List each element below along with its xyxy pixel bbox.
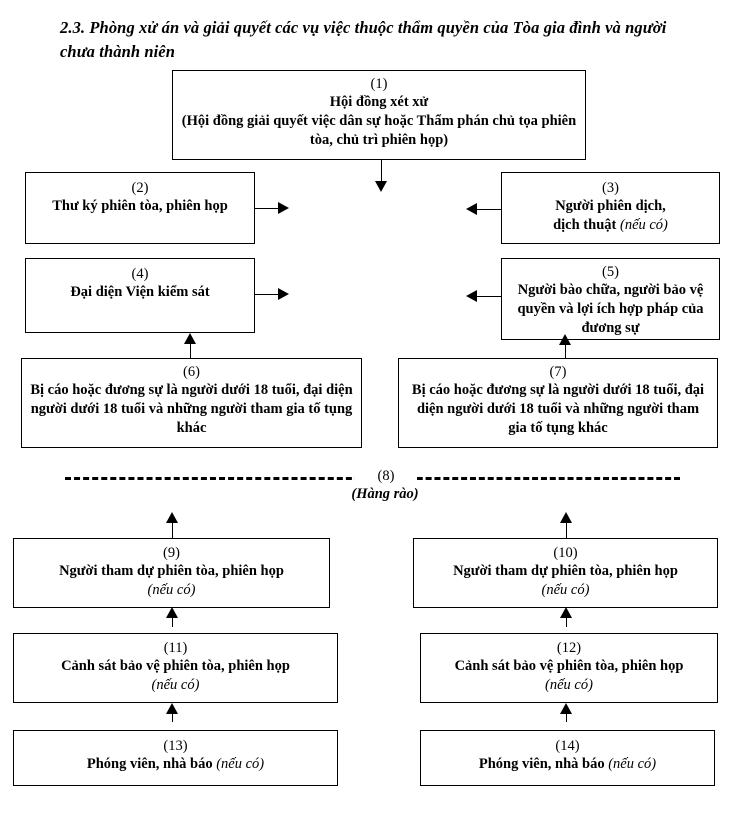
arrowhead-14-up — [560, 703, 572, 714]
node-2-number: (2) — [131, 180, 149, 196]
arrowhead-5-left — [466, 290, 477, 302]
arrowhead-7-up — [559, 334, 571, 345]
node-6-number: (6) — [183, 364, 200, 380]
node-3-title: Người phiên dịch, — [555, 198, 666, 215]
node-14-note: (nếu có) — [608, 756, 657, 773]
node-9-title: Người tham dự phiên tòa, phiên họp — [59, 563, 284, 580]
node-13-title-text: Phóng viên, nhà báo — [86, 756, 213, 773]
connector-7-up — [565, 341, 566, 358]
connector-1-down — [381, 160, 382, 182]
connector-2-right — [255, 208, 279, 209]
node-11-title: Cảnh sát bảo vệ phiên tòa, phiên họp — [61, 658, 290, 675]
arrowhead-3-left — [466, 203, 477, 215]
arrowhead-10-up — [560, 512, 572, 523]
connector-10-up — [566, 519, 567, 538]
arrowhead-6-up — [184, 333, 196, 344]
connector-4-right — [255, 294, 279, 295]
connector-14-up — [566, 710, 567, 722]
node-7-number: (7) — [549, 364, 567, 380]
connector-11-up — [172, 614, 173, 627]
node-5-number: (5) — [602, 264, 619, 280]
node-12-note: (nếu có) — [545, 676, 593, 693]
node-6-bi-cao-duong-su-left[interactable]: (6) Bị cáo hoặc đương sự là người dưới 1… — [21, 358, 362, 448]
node-2-thu-ky[interactable]: (2) Thư ký phiên tòa, phiên họp — [25, 172, 255, 244]
arrowhead-9-up — [166, 512, 178, 523]
arrowhead-4-right — [278, 288, 289, 300]
node-12-canh-sat-right[interactable]: (12) Cảnh sát bảo vệ phiên tòa, phiên họ… — [420, 633, 718, 703]
node-4-dai-dien-vien-kiem-sat[interactable]: (4) Đại diện Viện kiểm sát — [25, 258, 255, 333]
fence-line-right — [399, 477, 680, 480]
node-9-nguoi-tham-du-left[interactable]: (9) Người tham dự phiên tòa, phiên họp (… — [13, 538, 330, 608]
node-2-title: Thư ký phiên tòa, phiên họp — [52, 198, 228, 215]
page-title: 2.3. Phòng xử án và giải quyết các vụ vi… — [60, 18, 667, 61]
fence-line-left — [65, 477, 370, 480]
node-11-number: (11) — [163, 640, 188, 656]
node-1-detail: (Hội đồng giải quyết việc dân sự hoặc Th… — [181, 112, 577, 148]
node-12-number: (12) — [556, 640, 582, 656]
node-3-title-2: dịch thuật (nếu có) — [549, 216, 672, 235]
connector-12-up — [566, 614, 567, 627]
fence-label: (Hàng rào) — [351, 486, 419, 502]
arrowhead-2-right — [278, 202, 289, 214]
node-10-number: (10) — [553, 545, 578, 561]
node-13-title: Phóng viên, nhà báo (nếu có) — [83, 755, 268, 774]
node-3-nguoi-phien-dich[interactable]: (3) Người phiên dịch, dịch thuật (nếu có… — [501, 172, 720, 244]
node-11-canh-sat-left[interactable]: (11) Cảnh sát bảo vệ phiên tòa, phiên họ… — [13, 633, 338, 703]
connector-13-up — [172, 710, 173, 722]
node-14-number: (14) — [555, 738, 580, 754]
node-14-title: Phóng viên, nhà báo (nếu có) — [475, 755, 660, 774]
node-9-number: (9) — [163, 545, 180, 561]
arrowhead-1-down — [375, 181, 387, 192]
connector-9-up — [172, 519, 173, 538]
arrowhead-13-up — [166, 703, 178, 714]
node-4-number: (4) — [131, 266, 149, 282]
node-5-title: Người bào chữa, người bảo vệ quyền và lợ… — [517, 282, 704, 336]
connector-6-up — [190, 340, 191, 358]
node-14-title-text: Phóng viên, nhà báo — [478, 756, 605, 773]
node-11-note: (nếu có) — [151, 676, 200, 693]
node-3-number: (3) — [602, 180, 619, 196]
node-5-nguoi-bao-chua[interactable]: (5) Người bào chữa, người bảo vệ quyền v… — [501, 258, 720, 340]
arrowhead-12-up — [560, 607, 572, 618]
node-7-title: Bị cáo hoặc đương sự là người dưới 18 tu… — [411, 382, 705, 436]
node-3-title-2-text: dịch thuật — [553, 216, 617, 233]
connector-3-left — [477, 209, 501, 210]
node-14-phong-vien-right[interactable]: (14) Phóng viên, nhà báo (nếu có) — [420, 730, 715, 786]
node-1-hoi-dong-xet-xu[interactable]: (1) Hội đồng xét xử (Hội đồng giải quyết… — [172, 70, 586, 160]
arrowhead-11-up — [166, 607, 178, 618]
node-13-phong-vien-left[interactable]: (13) Phóng viên, nhà báo (nếu có) — [13, 730, 338, 786]
node-10-title: Người tham dự phiên tòa, phiên họp — [453, 563, 678, 580]
node-9-note: (nếu có) — [147, 581, 196, 598]
node-10-note: (nếu có) — [541, 581, 590, 598]
node-12-title: Cảnh sát bảo vệ phiên tòa, phiên họp — [454, 658, 684, 675]
node-1-title: Hội đồng xét xử — [329, 94, 429, 111]
node-1-number: (1) — [370, 76, 388, 92]
node-6-title: Bị cáo hoặc đương sự là người dưới 18 tu… — [30, 382, 353, 436]
node-3-note: (nếu có) — [619, 216, 668, 233]
node-10-nguoi-tham-du-right[interactable]: (10) Người tham dự phiên tòa, phiên họp … — [413, 538, 718, 608]
node-7-bi-cao-duong-su-right[interactable]: (7) Bị cáo hoặc đương sự là người dưới 1… — [398, 358, 718, 448]
node-13-number: (13) — [163, 738, 188, 754]
node-13-note: (nếu có) — [216, 756, 265, 773]
fence-number: (8) — [355, 469, 417, 484]
node-4-title: Đại diện Viện kiểm sát — [70, 284, 210, 301]
connector-5-left — [477, 296, 501, 297]
